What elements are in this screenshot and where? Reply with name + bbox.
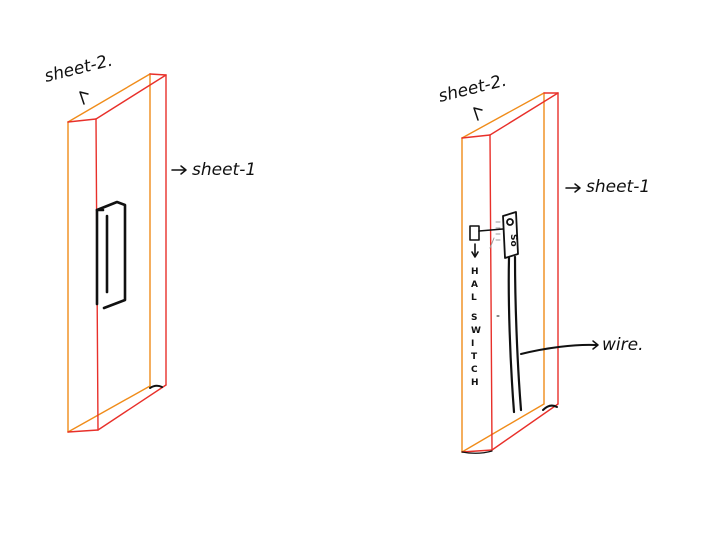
wire-lines [509,257,521,412]
sensor-ticks [490,222,500,248]
right-panel [462,93,598,453]
right-sheet2-arrow [474,108,482,120]
hall-switch-letter: C [471,365,478,375]
left-sheet-front [68,74,150,432]
left-panel [68,74,186,432]
left-bracket [97,202,125,308]
left-corner-mark [150,386,162,388]
wire-label: wire. [602,335,643,355]
left-sheet-back [68,74,166,432]
hall-switch-letter: S [471,313,477,323]
right-sheet2-label: sheet-2. [436,71,508,107]
left-sheet1-label: sheet-1 [192,160,256,180]
hall-switch-letter: T [471,352,478,362]
left-sheet2-arrow [80,92,88,104]
sensor-text: So [508,234,518,247]
left-sheet1-arrow [172,166,186,174]
hall-switch-letter: L [471,293,477,303]
hall-switch-letter: H [471,378,479,388]
hall-switch [470,226,503,257]
hall-switch-letter: A [471,280,478,290]
hall-switch-letter: W [471,326,481,336]
hall-switch-label: HALSWITCH [471,267,481,388]
hall-switch-letter: I [471,339,474,349]
hall-switch-letter: H [471,267,479,277]
right-sheet1-arrow [566,184,580,192]
left-sheet2-label: sheet-2. [42,51,114,87]
right-sheet1-label: sheet-1 [586,177,650,197]
